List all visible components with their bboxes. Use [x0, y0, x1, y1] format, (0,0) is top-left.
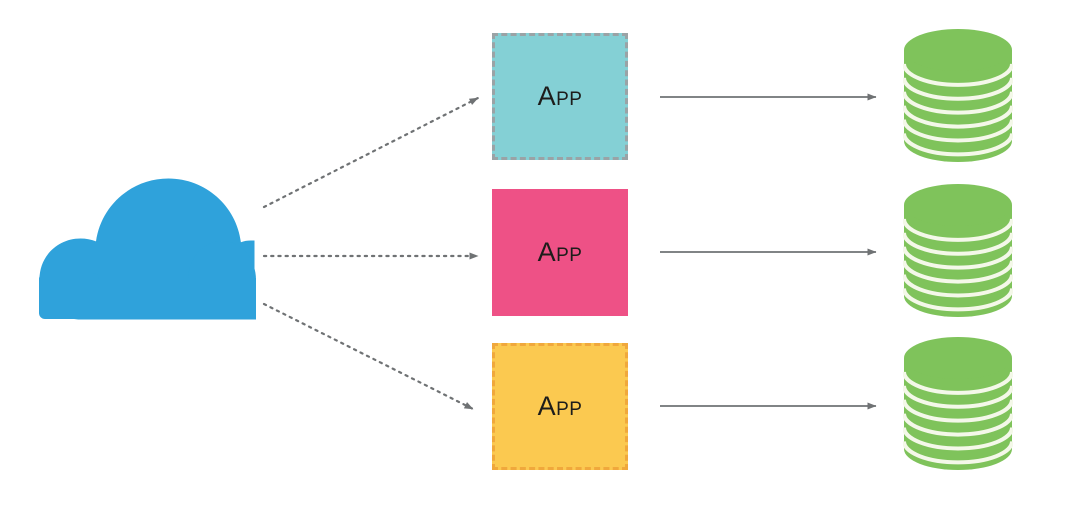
database-icon-2[interactable] — [902, 182, 1014, 318]
cloud-icon — [38, 178, 263, 320]
app-box-2[interactable]: App — [492, 189, 628, 316]
app-box-1-label: App — [537, 81, 583, 111]
app-box-2-label: App — [537, 237, 583, 267]
app-box-3-label: App — [537, 391, 583, 421]
app-box-1[interactable]: App — [492, 33, 628, 160]
database-icon-1[interactable] — [902, 27, 1014, 163]
connector-cloud-to-app-1 — [262, 96, 480, 209]
database-icon-3[interactable] — [902, 335, 1014, 471]
connector-cloud-to-app-3 — [262, 302, 475, 411]
app-box-3[interactable]: App — [492, 343, 628, 470]
